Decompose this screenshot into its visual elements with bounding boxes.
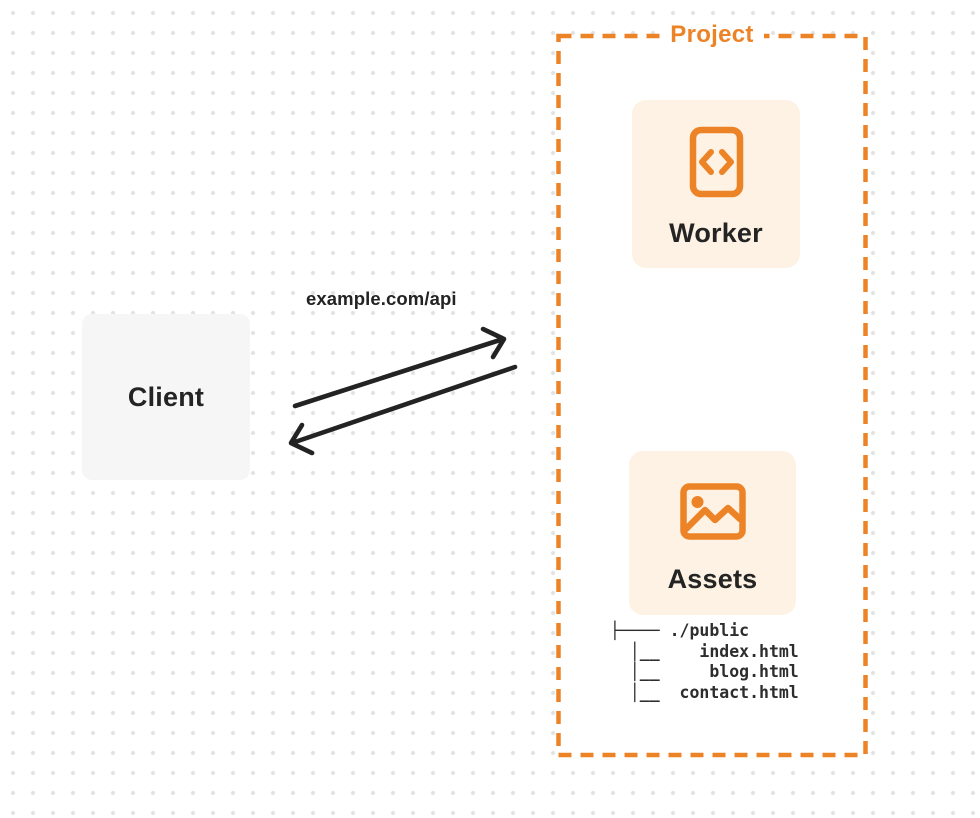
client-label: Client — [127, 381, 205, 412]
code-file-icon — [689, 126, 743, 198]
client-node: Client — [82, 314, 250, 480]
image-icon — [679, 483, 746, 540]
request-url-label: example.com/api — [306, 288, 457, 309]
worker-node: Worker — [632, 100, 800, 268]
assets-label: Assets — [667, 564, 758, 594]
request-arrowhead-icon — [480, 326, 507, 360]
project-label: Project — [660, 21, 764, 49]
assets-node: Assets — [629, 451, 796, 615]
tree-line-contact: │__ contact.html — [610, 682, 799, 702]
request-arrow-line — [292, 337, 503, 409]
worker-label: Worker — [669, 218, 763, 248]
tree-line-public: ├──── ./public — [610, 621, 750, 640]
tree-line-index: │__ index.html — [610, 641, 799, 661]
tree-line-blog: │__ blog.html — [610, 662, 799, 681]
response-arrowhead-icon — [288, 422, 315, 456]
response-arrow-line — [292, 364, 518, 445]
file-tree: ├──── ./public │__ index.html │__ blog.h… — [610, 621, 799, 703]
project-label-wrap: Project — [558, 21, 866, 49]
